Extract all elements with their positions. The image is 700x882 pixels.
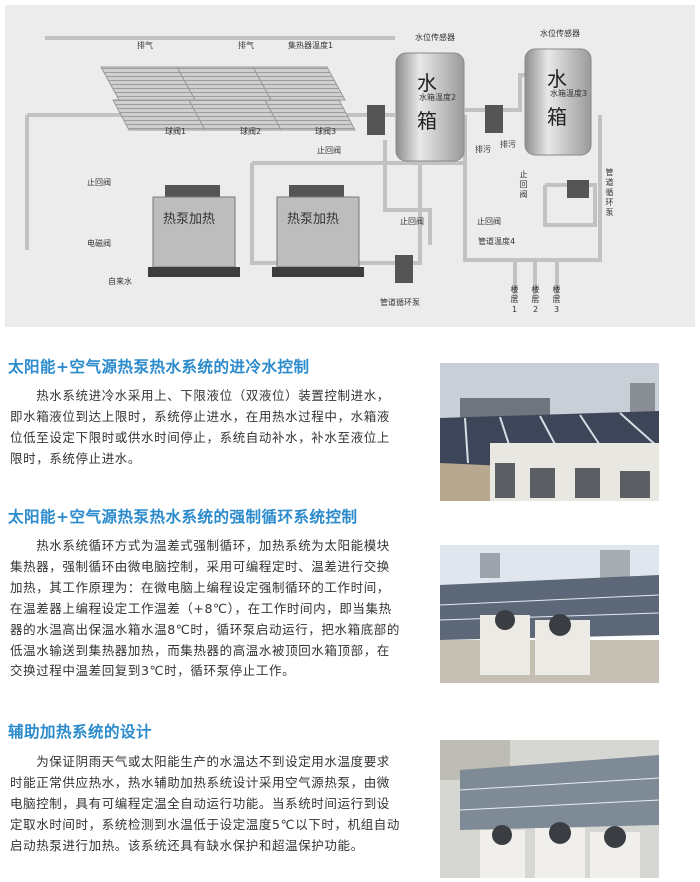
pump-icon (367, 105, 385, 135)
diagram-drawing (25, 36, 602, 300)
paragraph-line: 启动热泵进行加热。该系统还具有缺水保护和超温保护功能。 (10, 837, 364, 853)
paragraph-line: 位低至设定下限时或供水时间停止，系统自动补水，补水至液位上 (10, 429, 390, 445)
solar-collectors (100, 66, 356, 131)
section-heading: 辅助加热系统的设计 (8, 723, 153, 741)
section-heading: 太阳能+空气源热泵热水系统的强制循环系统控制 (8, 508, 358, 526)
tank-temp-label: 水箱温度3 (550, 89, 588, 98)
heat-pump-unit-2 (272, 185, 364, 277)
paragraph-line: 器的水温高出保温水箱水温8℃时，循环泵启动运行，把水箱底部的 (10, 621, 400, 637)
paragraph-line: 热水系统循环方式为温差式强制循环，加热系统为太阳能模块 (10, 538, 390, 553)
heat-pump-label: 热泵加热 (287, 212, 340, 227)
vent-label: 排气 (238, 41, 254, 50)
water-tank-1 (395, 52, 465, 162)
section-paragraph: 热水系统进冷水采用上、下限液位（双液位）装置控制进水， 即水箱液位到达上限时，系… (10, 386, 420, 470)
water-tank-2 (524, 48, 592, 156)
section-paragraph: 热水系统循环方式为温差式强制循环，加热系统为太阳能模块 集热器，强制循环由微电脑… (10, 536, 420, 682)
check-valve-label: 止回阀 (400, 217, 424, 226)
floor-label: 楼层1 (510, 285, 519, 314)
paragraph-line: 加热，其工作原理为：在微电脑上编程设定强制循环的工作时间， (10, 579, 390, 595)
paragraph-line: 低温水输送到集热器加热，而集热器的高温水被顶回水箱顶部，在 (10, 642, 390, 658)
check-valve-label: 止回阀 (519, 170, 528, 199)
paragraph-line: 限时，系统停止进水。 (10, 450, 142, 466)
ball-valve-label: 球阀2 (240, 127, 262, 136)
level-sensor-label: 水位传感器 (540, 29, 580, 38)
pump-icon (395, 255, 413, 283)
paragraph-line: 集热器，强制循环由微电脑控制，采用可编程定时、温差进行交换 (10, 558, 390, 574)
heat-pump-label: 热泵加热 (163, 212, 216, 227)
floor-label: 楼层3 (552, 285, 561, 314)
solenoid-valve-label: 电磁阀 (87, 239, 111, 248)
check-valve-label: 止回阀 (477, 217, 501, 226)
tank-char: 箱 (417, 109, 437, 133)
section-paragraph: 为保证阴雨天气或太阳能生产的水温达不到设定用水温度要求 时能正常供应热水，热水辅… (10, 752, 420, 857)
tank-temp-label: 水箱温度2 (419, 93, 457, 102)
paragraph-line: 为保证阴雨天气或太阳能生产的水温达不到设定用水温度要求 (10, 754, 390, 769)
pump-icon (567, 180, 589, 198)
check-valve-label: 止回阀 (87, 178, 111, 187)
check-valve-label: 止回阀 (317, 146, 341, 155)
collector-temp-label: 集热器温度1 (288, 41, 334, 50)
drain-label: 排污 (500, 140, 516, 149)
paragraph-line: 时能正常供应热水，热水辅助加热系统设计采用空气源热泵，由微 (10, 774, 390, 790)
paragraph-line: 电脑控制，具有可编程定温全自动运行功能。当系统时间运行到设 (10, 795, 390, 811)
floor-label: 楼层2 (531, 285, 540, 314)
paragraph-line: 热水系统进冷水采用上、下限液位（双液位）装置控制进水， (10, 388, 390, 403)
photo-heat-pumps-rooftop (440, 740, 659, 878)
ball-valve-label: 球阀3 (315, 127, 337, 136)
circulation-pump-label: 管道循环泵 (380, 298, 420, 307)
drain-label: 排污 (475, 145, 491, 154)
tank-char: 水 (547, 67, 567, 91)
section-heading: 太阳能+空气源热泵热水系统的进冷水控制 (8, 358, 310, 376)
vent-label: 排气 (137, 41, 153, 50)
tank-char: 箱 (547, 105, 567, 129)
heat-pump-unit-1 (148, 185, 240, 277)
photo-rooftop-solar-heat-pumps (440, 363, 659, 501)
ball-valve-label: 球阀1 (165, 127, 187, 136)
pipe-temp-label: 管道温度4 (478, 237, 516, 246)
pump-icon (485, 105, 503, 133)
circulation-pump-label: 管道循环泵 (605, 168, 614, 217)
paragraph-line: 即水箱液位到达上限时，系统停止进水，在用热水过程中，水箱液 (10, 408, 390, 424)
paragraph-line: 定取水时间时，系统检测到水温低于设定温度5℃以下时，机组自动 (10, 816, 400, 832)
system-diagram: 排气 排气 集热器温度1 球阀1 球阀2 球阀3 止回阀 止回阀 电磁阀 自来水… (5, 5, 695, 327)
photo-solar-array-units (440, 545, 659, 683)
tank-char: 水 (417, 71, 437, 95)
paragraph-line: 交换过程中温差回复到3℃时，循环泵停止工作。 (10, 663, 296, 679)
paragraph-line: 在温差器上编程设定工作温差（+8℃），在工作时间内，即当集热 (10, 600, 392, 616)
tap-water-label: 自来水 (108, 277, 132, 286)
level-sensor-label: 水位传感器 (415, 33, 455, 42)
